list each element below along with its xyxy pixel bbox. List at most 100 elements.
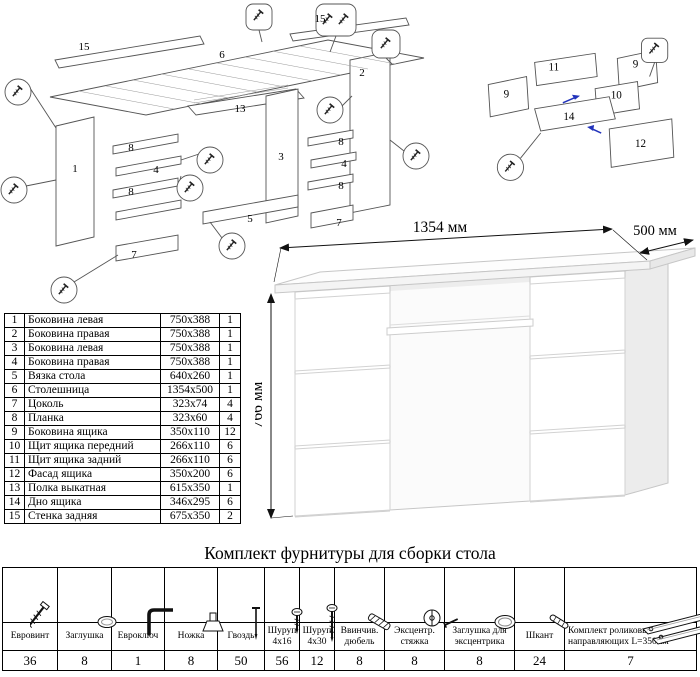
hardware-name: Шкант bbox=[514, 622, 565, 651]
part-size: 323x60 bbox=[160, 411, 220, 426]
part-number-label: 5 bbox=[247, 213, 253, 225]
hardware-qty: 8 bbox=[334, 650, 385, 671]
height-dimension-label: 766 мм bbox=[255, 381, 266, 428]
part-qty: 1 bbox=[219, 355, 241, 370]
part-qty: 1 bbox=[219, 313, 241, 328]
part-number-label: 15 bbox=[79, 41, 91, 53]
part-qty: 6 bbox=[219, 439, 241, 454]
hardware-qty: 1 bbox=[111, 650, 165, 671]
hardware-name: Эксцентр. стяжка bbox=[384, 622, 445, 651]
part-number-label: 12 bbox=[635, 138, 646, 150]
main-panels bbox=[49, 17, 425, 262]
hardware-qty: 24 bbox=[514, 650, 565, 671]
part-name: Щит ящика задний bbox=[24, 453, 161, 468]
part-number-label: 8 bbox=[128, 142, 134, 154]
hardware-icon-cell bbox=[57, 567, 116, 628]
hardware-icon-cell bbox=[111, 567, 173, 635]
part-no: 2 bbox=[4, 327, 25, 342]
hardware-icon-cell bbox=[564, 567, 700, 645]
part-number-label: 8 bbox=[128, 186, 134, 198]
keyboard-tray bbox=[386, 318, 534, 336]
width-dimension-label: 1354 мм bbox=[413, 219, 468, 236]
part-size: 750x388 bbox=[160, 341, 220, 356]
part-qty: 4 bbox=[219, 397, 241, 412]
part-name: Цоколь bbox=[24, 397, 161, 412]
part-size: 350x200 bbox=[160, 467, 220, 482]
part-qty: 4 bbox=[219, 411, 241, 426]
part-qty: 1 bbox=[219, 341, 241, 356]
part-number-label: 4 bbox=[341, 158, 347, 170]
part-qty: 6 bbox=[219, 467, 241, 482]
hardware-qty: 50 bbox=[217, 650, 265, 671]
part-qty: 1 bbox=[219, 327, 241, 342]
part-qty: 1 bbox=[219, 383, 241, 398]
tabletop-hatching bbox=[77, 45, 397, 110]
part-size: 615x350 bbox=[160, 481, 220, 496]
part-number-label: 8 bbox=[338, 180, 344, 192]
part-number-label: 11 bbox=[548, 61, 559, 73]
part-number-label: 13 bbox=[235, 103, 247, 115]
assembly-direction-arrows bbox=[562, 94, 602, 134]
part-size: 675x350 bbox=[160, 509, 220, 524]
part-number-label: 8 bbox=[338, 136, 344, 148]
hardware-icon-cell bbox=[334, 567, 391, 631]
part-name: Планка bbox=[24, 411, 161, 426]
hardware-qty: 56 bbox=[264, 650, 300, 671]
dimension-lines bbox=[267, 225, 694, 519]
part-number-label: 3 bbox=[278, 151, 284, 163]
part-no: 8 bbox=[4, 411, 25, 426]
part-name: Столешница bbox=[24, 383, 161, 398]
hardware-name: Ввинчив. дюбель bbox=[334, 622, 385, 651]
desk-3d-view: 1354 мм 500 мм 766 мм bbox=[255, 219, 696, 519]
part-name: Фасад ящика bbox=[24, 467, 161, 482]
part-number-label: 7 bbox=[336, 217, 342, 229]
part-name: Вязка стола bbox=[24, 369, 161, 384]
part-qty: 6 bbox=[219, 495, 241, 510]
part-no: 1 bbox=[4, 313, 25, 328]
part-size: 346x295 bbox=[160, 495, 220, 510]
part-qty: 2 bbox=[219, 509, 241, 524]
part-no: 5 bbox=[4, 369, 25, 384]
hardware-name-row: Евровинт Заглушка Евроключ Ножка Гвоздь … bbox=[2, 622, 697, 651]
part-number-label: 9 bbox=[504, 89, 510, 101]
part-number-label: 6 bbox=[219, 49, 225, 61]
part-no: 7 bbox=[4, 397, 25, 412]
part-name: Боковина правая bbox=[24, 327, 161, 342]
hardware-qty-row: 36 8 1 8 50 56 12 8 8 8 24 7 bbox=[2, 650, 697, 671]
part-name: Боковина ящика bbox=[24, 425, 161, 440]
part-no: 12 bbox=[4, 467, 25, 482]
hardware-icon-row bbox=[2, 567, 700, 645]
part-number-label: 1 bbox=[72, 163, 78, 175]
part-size: 750x388 bbox=[160, 313, 220, 328]
part-no: 15 bbox=[4, 509, 25, 524]
hardware-icon-cell bbox=[217, 567, 265, 640]
part-name: Стенка задняя bbox=[24, 509, 161, 524]
main-diagram-labels: 15 6 15 2 13 1 8 4 8 7 3 5 8 4 8 7 bbox=[72, 13, 365, 261]
part-qty: 12 bbox=[219, 425, 241, 440]
part-name: Боковина правая bbox=[24, 355, 161, 370]
hardware-qty: 7 bbox=[564, 650, 697, 671]
hardware-qty: 8 bbox=[444, 650, 515, 671]
hardware-kit-title: Комплект фурнитуры для сборки стола bbox=[204, 543, 496, 563]
desk-body bbox=[274, 247, 696, 518]
part-number-label: 7 bbox=[131, 249, 137, 261]
part-size: 750x388 bbox=[160, 355, 220, 370]
hardware-icon-cell bbox=[2, 567, 58, 630]
part-no: 14 bbox=[4, 495, 25, 510]
hardware-qty: 8 bbox=[57, 650, 112, 671]
part-no: 4 bbox=[4, 355, 25, 370]
